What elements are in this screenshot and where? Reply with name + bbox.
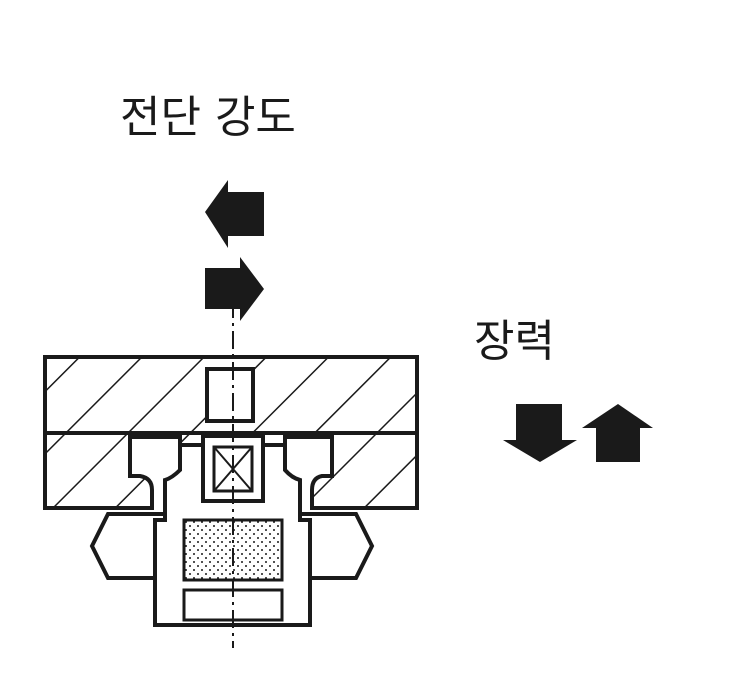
tension-label: 장력	[474, 316, 555, 367]
tension-arrow-down-icon	[503, 404, 577, 462]
upper-screw	[205, 367, 255, 423]
shear-strength-label: 전단 강도	[120, 92, 296, 143]
shear-arrow-right-icon	[205, 257, 264, 321]
shear-arrow-left-icon	[205, 180, 264, 248]
tension-arrow-up-icon	[582, 404, 653, 462]
